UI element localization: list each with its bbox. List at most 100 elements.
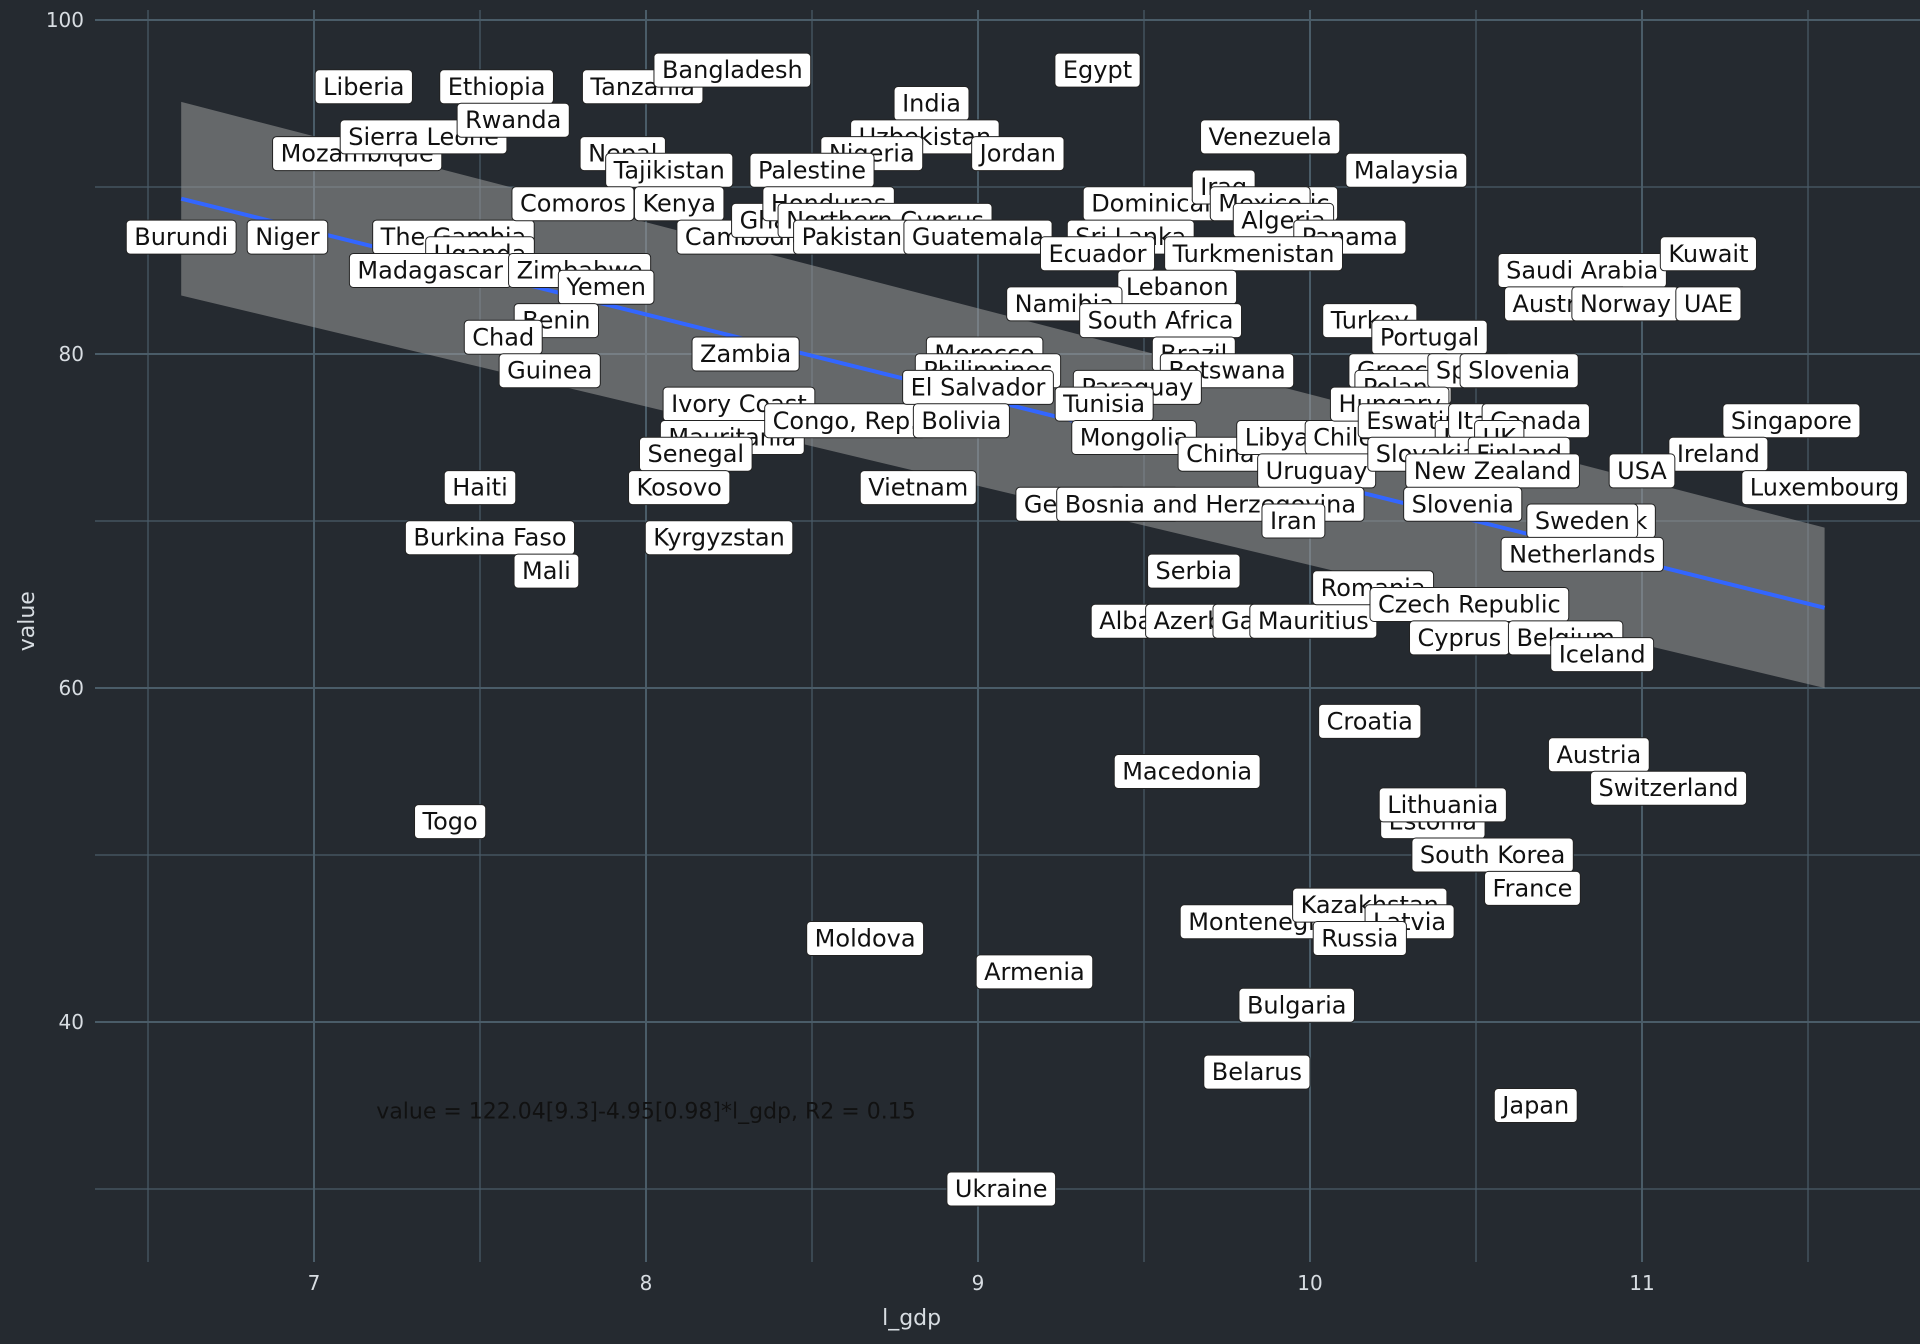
point-label: Ecuador bbox=[1039, 236, 1156, 272]
point-label-text: Russia bbox=[1321, 925, 1398, 953]
point-label: Switzerland bbox=[1590, 770, 1748, 806]
point-label-box bbox=[1261, 503, 1326, 539]
point-label: Croatia bbox=[1318, 703, 1422, 739]
point-label-text: Norway bbox=[1580, 290, 1671, 318]
point-label-box bbox=[1493, 1088, 1578, 1123]
point-label-box bbox=[1200, 119, 1341, 155]
point-label: France bbox=[1484, 870, 1581, 906]
point-label-text: Chad bbox=[472, 323, 534, 351]
regression-equation: value = 122.04[9.3]-4.95[0.98]*l_gdp, R2… bbox=[376, 1100, 915, 1125]
point-label-text: Kenya bbox=[642, 190, 715, 218]
point-label-text: Guatemala bbox=[912, 223, 1044, 251]
point-label-text: Czech Republic bbox=[1378, 591, 1561, 619]
point-label: Bangladesh bbox=[653, 52, 812, 88]
point-label-text: Portugal bbox=[1380, 323, 1479, 351]
point-label: Kyrgyzstan bbox=[644, 520, 794, 556]
point-label: Togo bbox=[414, 804, 487, 840]
point-label-box bbox=[1550, 637, 1655, 673]
point-label-box bbox=[1675, 286, 1742, 322]
point-label-text: Switzerland bbox=[1599, 774, 1739, 802]
point-label-text: Senegal bbox=[648, 440, 745, 468]
point-label-box bbox=[653, 52, 812, 88]
point-label-text: Macedonia bbox=[1122, 758, 1252, 786]
point-label-box bbox=[1203, 1054, 1311, 1090]
point-label-text: France bbox=[1493, 874, 1573, 902]
y-tick-label: 40 bbox=[59, 1010, 84, 1034]
point-label: Burundi bbox=[125, 219, 237, 255]
point-label-text: Burkina Faso bbox=[413, 524, 566, 552]
point-label-text: Turkmenistan bbox=[1172, 240, 1335, 268]
point-label-box bbox=[513, 553, 580, 589]
point-label-text: Slovenia bbox=[1412, 490, 1514, 518]
point-label: Mali bbox=[513, 553, 580, 589]
point-label-text: Sweden bbox=[1535, 507, 1630, 535]
point-label-text: Niger bbox=[255, 223, 320, 251]
point-label: Singapore bbox=[1722, 403, 1861, 439]
point-label: Madagascar bbox=[348, 253, 512, 288]
point-label-text: El Salvador bbox=[911, 373, 1046, 401]
y-tick-label: 100 bbox=[46, 8, 84, 32]
point-label: Luxembourg bbox=[1741, 470, 1908, 506]
point-label-box bbox=[1403, 486, 1523, 522]
point-label: Guatemala bbox=[903, 219, 1053, 255]
point-label-box bbox=[557, 269, 655, 305]
point-label-text: Kyrgyzstan bbox=[653, 524, 785, 552]
point-label: Kenya bbox=[633, 186, 725, 222]
point-label: Congo, Rep. bbox=[764, 403, 927, 439]
point-label: South Korea bbox=[1411, 837, 1574, 873]
point-label: USA bbox=[1608, 453, 1676, 489]
point-label-box bbox=[1722, 403, 1861, 439]
point-label-box bbox=[1238, 987, 1355, 1023]
point-label-box bbox=[1318, 703, 1422, 739]
point-label: Vietnam bbox=[859, 470, 977, 506]
point-label: Tajikistan bbox=[605, 152, 734, 188]
point-label: Norway bbox=[1571, 286, 1680, 322]
point-label: Portugal bbox=[1371, 319, 1488, 355]
point-label: Ethiopia bbox=[439, 69, 554, 105]
point-label-text: Congo, Rep. bbox=[773, 407, 918, 435]
point-label-text: Netherlands bbox=[1509, 540, 1655, 568]
point-label: Yemen bbox=[557, 269, 655, 305]
point-label: Czech Republic bbox=[1369, 587, 1570, 622]
point-label-text: Mauritius bbox=[1258, 607, 1369, 635]
point-label-text: Venezuela bbox=[1209, 123, 1332, 151]
point-label: Slovenia bbox=[1459, 353, 1579, 389]
point-label-box bbox=[1659, 236, 1757, 272]
point-label-box bbox=[1312, 921, 1407, 956]
point-label: Iran bbox=[1261, 503, 1326, 539]
x-tick-label: 10 bbox=[1297, 1271, 1322, 1295]
point-label-box bbox=[1164, 236, 1343, 272]
point-label-box bbox=[1484, 870, 1581, 906]
point-label: El Salvador bbox=[902, 369, 1054, 405]
point-label-box bbox=[1608, 453, 1676, 489]
y-tick-label: 60 bbox=[59, 676, 84, 700]
point-label-box bbox=[691, 336, 800, 372]
x-tick-label: 9 bbox=[972, 1271, 985, 1295]
point-label-text: Yemen bbox=[565, 273, 646, 301]
point-label: Kosovo bbox=[628, 470, 731, 506]
point-label-text: Belarus bbox=[1212, 1058, 1302, 1086]
point-label-box bbox=[946, 1171, 1057, 1207]
point-label-text: Libya bbox=[1245, 424, 1309, 452]
point-label-text: Kuwait bbox=[1668, 240, 1748, 268]
point-label: Lithuania bbox=[1378, 787, 1507, 823]
point-label-text: Croatia bbox=[1327, 707, 1413, 735]
point-label: Guinea bbox=[498, 353, 601, 389]
point-label: Senegal bbox=[639, 436, 753, 472]
point-labels: BurundiNigerLiberiaMozambiqueSierra Leon… bbox=[125, 52, 1908, 1207]
point-label: Tunisia bbox=[1054, 386, 1154, 422]
point-label-text: Guinea bbox=[507, 357, 592, 385]
point-label-box bbox=[1459, 353, 1579, 389]
x-tick-label: 8 bbox=[640, 1271, 653, 1295]
point-label-text: Lebanon bbox=[1126, 273, 1229, 301]
point-label-box bbox=[1039, 236, 1156, 272]
point-label: Armenia bbox=[975, 954, 1094, 990]
point-label-text: India bbox=[902, 90, 961, 118]
point-label-box bbox=[125, 219, 237, 255]
point-label: Liberia bbox=[314, 69, 413, 105]
point-label-text: Singapore bbox=[1731, 407, 1852, 435]
point-label-text: Zambia bbox=[700, 340, 791, 368]
point-label: Mauritius bbox=[1249, 603, 1378, 639]
point-label: Sweden bbox=[1526, 503, 1639, 539]
point-label-box bbox=[1345, 152, 1468, 188]
